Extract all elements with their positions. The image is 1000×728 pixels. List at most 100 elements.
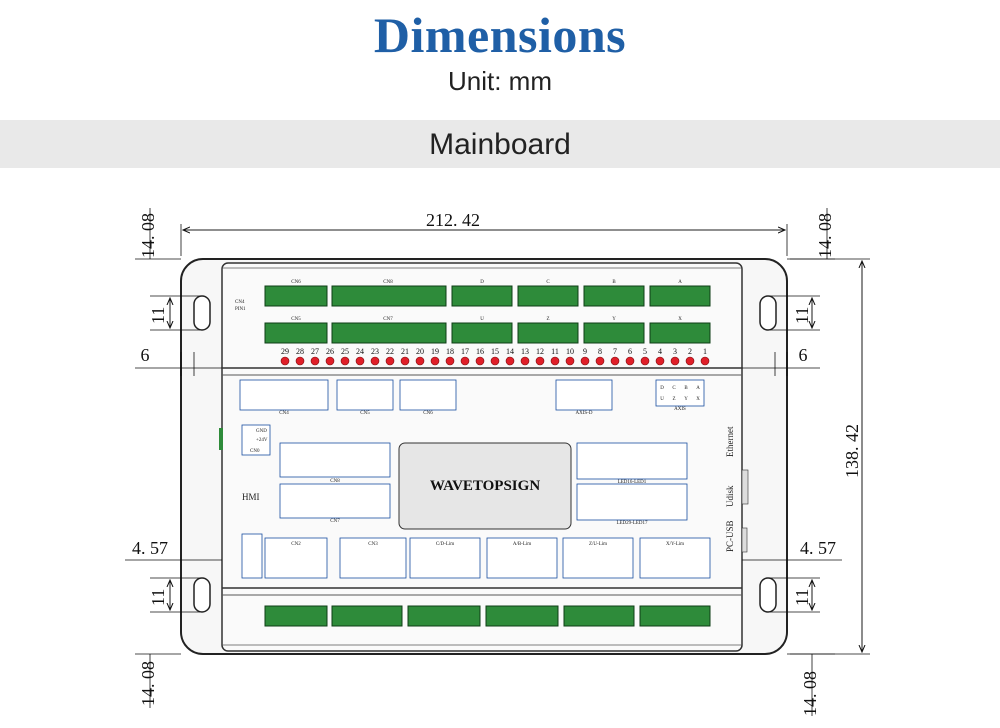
connector-label: Y [612,317,616,322]
connector-label: X [678,317,682,322]
cd-lim-label: C/D-Lim [436,542,454,547]
mounting-slot-top-left [193,295,211,331]
pin-number: 10 [566,347,574,356]
pin-number: 6 [628,347,632,356]
led-dot [505,356,515,366]
top-connectors-lower: CN5 CN7 U Z Y X [264,317,711,344]
pin-number: 5 [643,347,647,356]
pin-number: 23 [371,347,379,356]
svg-text:C: C [672,386,676,391]
dim-bottom-left-offset: 14. 08 [138,661,158,706]
led-dot [355,356,365,366]
led-dot [325,356,335,366]
led-dot [700,356,710,366]
led-dot [610,356,620,366]
connector-label: C [546,280,550,285]
side-port-udisk [741,469,749,505]
led-dot [490,356,500,366]
svg-text:Y: Y [684,397,688,402]
hmi-label: HMI [242,492,260,502]
led-dot [565,356,575,366]
pin-number: 27 [311,347,319,356]
axis-label: AXIS [674,407,686,412]
dim-width: 212. 42 [426,210,480,230]
dim-hole-left: 4. 57 [132,538,168,558]
led-dot [670,356,680,366]
led-dot [400,356,410,366]
pin-number: 4 [658,347,662,356]
page-title: Dimensions [373,7,627,63]
cn0-gnd-label: GND [256,429,267,434]
pin-number: 15 [491,347,499,356]
led-dot [310,356,320,366]
dim-slot-bottom-right: 11 [792,589,812,606]
svg-text:Z: Z [672,397,675,402]
led-dot [385,356,395,366]
led-dot [580,356,590,366]
brand-panel [398,442,572,530]
led-dot [445,356,455,366]
xy-lim-label: X/Y-Lim [666,542,684,547]
axis-d-label: AXIS-D [576,411,593,416]
top-connectors-upper: CN6 CN8 D C B A [264,280,711,307]
cn4-marker: CN4 [235,300,245,305]
led-dot [295,356,305,366]
dim-top-right-offset: 14. 08 [815,213,835,258]
cn7-label: CN7 [330,519,340,524]
side-port-left [219,428,223,450]
pin-number: 19 [431,347,439,356]
dim-slot-top-left: 11 [148,307,168,324]
pin-number: 13 [521,347,529,356]
pin-number: 12 [536,347,544,356]
led-dot [460,356,470,366]
cn2-label: CN2 [291,542,301,547]
brand-label: WAVETOPSIGN [430,478,540,494]
pin-number: 14 [506,347,514,356]
terminal-label-boxes [239,379,711,579]
pin1-marker: PIN1 [235,307,246,312]
connector-label: D [480,280,484,285]
led-dot [430,356,440,366]
connector-label: B [612,280,616,285]
led-dot [475,356,485,366]
connector-label: CN8 [383,280,393,285]
led-upper-label: LED16-LED1 [618,480,647,485]
led-dot [370,356,380,366]
pin-number: 20 [416,347,424,356]
connector-label: Z [546,317,549,322]
cn6-label: CN6 [423,411,433,416]
dim-hole-right: 4. 57 [800,538,836,558]
led-dot [550,356,560,366]
pin-number: 21 [401,347,409,356]
svg-text:D: D [660,386,664,391]
dim-edge-left: 6 [141,345,150,365]
svg-text:B: B [684,386,688,391]
svg-text:X: X [696,397,700,402]
led-dot [340,356,350,366]
connector-label: CN5 [291,317,301,322]
ab-lim-label: A/B-Lim [513,542,531,547]
svg-text:U: U [660,397,664,402]
led-dot [685,356,695,366]
udisk-label: Udisk [725,485,735,507]
pin-number: 1 [703,347,707,356]
pin-number: 2 [688,347,692,356]
pin-number: 3 [673,347,677,356]
pin-number: 29 [281,347,289,356]
led-lower-label: LED29-LED17 [616,521,648,526]
connector-label: U [480,317,484,322]
cn3-label: CN3 [368,542,378,547]
led-dot [655,356,665,366]
cn5-label: CN5 [360,411,370,416]
dim-bottom-right-offset: 14. 08 [800,671,820,716]
led-dot [640,356,650,366]
pin-number: 8 [598,347,602,356]
led-dot [280,356,290,366]
svg-text:A: A [696,386,700,391]
unit-label: Unit: mm [448,66,552,96]
led-dot [520,356,530,366]
cn0-label: CN0 [250,449,260,454]
dim-slot-bottom-left: 11 [148,589,168,606]
section-label: Mainboard [429,128,571,161]
